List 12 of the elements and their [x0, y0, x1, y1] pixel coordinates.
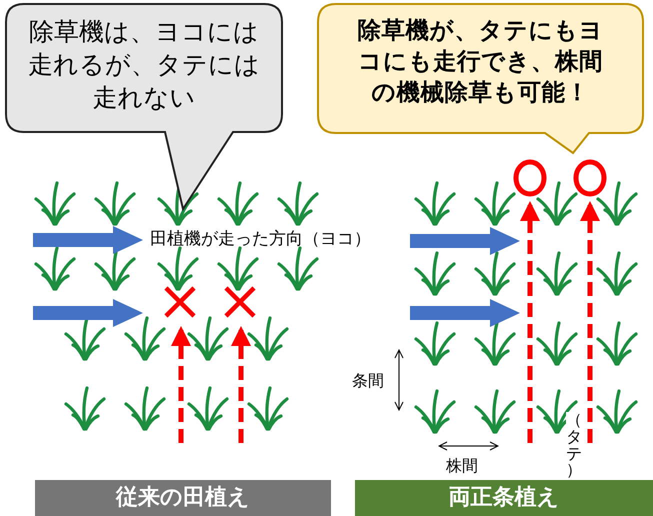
spacing-label: 条間	[352, 371, 384, 390]
speech-bubble	[5, 3, 283, 211]
direction-label: 田植機が走った方向（ヨコ）	[150, 229, 371, 250]
speech-bubble	[317, 3, 644, 155]
direction-label: （タテ）	[566, 412, 582, 480]
callout-text: 除草機は、ヨコには走れるが、タテには走れない	[27, 16, 261, 114]
band-title: 両正条植え	[448, 484, 560, 512]
band-title: 従来の田植え	[114, 484, 251, 512]
title-band	[35, 480, 331, 516]
spacing-label: 株間	[446, 456, 478, 476]
title-band	[355, 480, 653, 516]
callout-text: 除草機が、タテにもヨコにも走行でき、株間の機械除草も可能！	[356, 15, 604, 108]
